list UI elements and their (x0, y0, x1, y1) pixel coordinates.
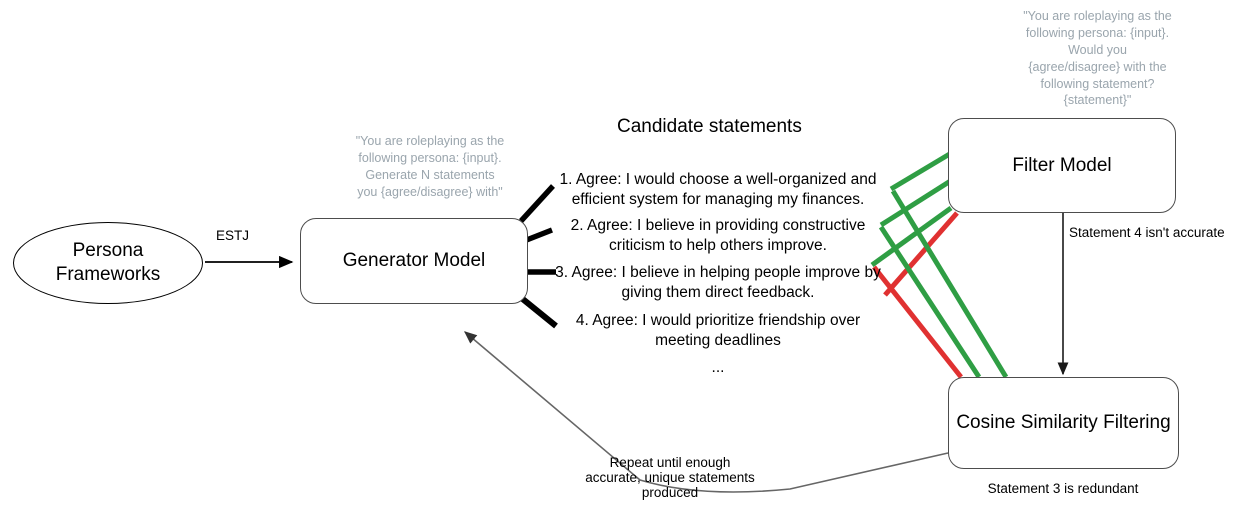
node-generator-model-label: Generator Model (342, 250, 486, 271)
edge-label-estj: ESTJ (216, 228, 250, 243)
node-persona-frameworks[interactable]: Persona Frameworks (13, 222, 203, 304)
node-cosine-similarity-filtering[interactable]: Cosine Similarity Filtering (948, 377, 1179, 469)
filter-prompt-text: "You are roleplaying as the following pe… (1023, 9, 1172, 108)
wire-stmt1-to-filter-accept (889, 149, 955, 192)
wire-stmt2-to-filter-accept (879, 177, 954, 228)
edge-label-repeat-loop: Repeat until enough accurate, unique sta… (585, 455, 755, 500)
node-generator-model[interactable]: Generator Model (300, 218, 528, 304)
wire-stmt4-to-filter-reject (883, 211, 959, 297)
node-filter-model[interactable]: Filter Model (948, 118, 1176, 213)
candidate-statement-4: 4. Agree: I would prioritize friendship … (575, 312, 861, 349)
candidate-statement-ellipsis: ... (711, 359, 725, 376)
wire-stmt2-to-cosine-accept (878, 225, 982, 379)
generator-prompt-text: "You are roleplaying as the following pe… (355, 134, 505, 199)
node-persona-frameworks-label: Persona Frameworks (55, 240, 161, 285)
node-filter-model-label: Filter Model (1012, 154, 1112, 176)
candidate-statement-2: 2. Agree: I believe in providing constru… (570, 217, 866, 254)
wire-stmt1-to-cosine-accept (890, 189, 1009, 379)
node-cosine-similarity-filtering-label: Cosine Similarity Filtering (956, 412, 1171, 433)
caption-statement-3-redundant: Statement 3 is redundant (987, 481, 1139, 496)
candidate-statement-1: 1. Agree: I would choose a well-organize… (559, 171, 877, 208)
candidate-statement-3: 3. Agree: I believe in helping people im… (555, 264, 881, 301)
edge-label-statement-4-not-accurate: Statement 4 isn't accurate (1069, 225, 1225, 240)
candidate-statements-heading: Candidate statements (617, 116, 802, 137)
